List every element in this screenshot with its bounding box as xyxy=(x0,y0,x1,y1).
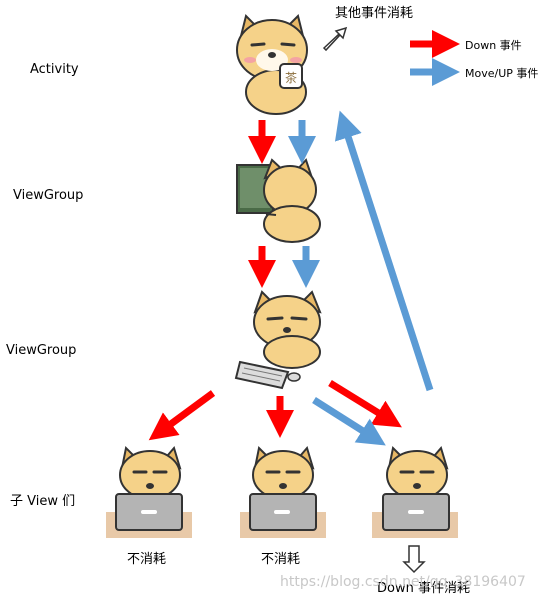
legend-move-up-label: Move/UP 事件 xyxy=(465,67,539,80)
viewgroup-top-label: ViewGroup xyxy=(13,188,84,203)
move-up-arrow-to-child-3 xyxy=(312,397,386,446)
watermark: https://blog.csdn.net/qq_38196407 xyxy=(280,574,526,590)
viewgroup-mid-dog-icon xyxy=(234,290,322,390)
svg-text:茶: 茶 xyxy=(285,70,297,85)
legend-down-label: Down 事件 xyxy=(465,39,522,52)
child-dog-2-icon xyxy=(240,445,326,538)
viewgroup-mid-label: ViewGroup xyxy=(6,343,77,358)
child-dog-1-icon xyxy=(106,445,192,538)
child-2-caption: 不消耗 xyxy=(261,552,301,567)
child-1-caption: 不消耗 xyxy=(127,552,167,567)
child-3-caption: Down 事件消耗 xyxy=(377,581,470,596)
child-dog-3-icon xyxy=(372,445,458,538)
activity-label: Activity xyxy=(30,62,79,77)
down-arrow-to-child-3 xyxy=(328,380,402,428)
move-up-return-arrow xyxy=(334,110,434,392)
child-views-label: 子 View 们 xyxy=(10,494,76,509)
other-consume-label: 其他事件消耗 xyxy=(335,6,414,21)
viewgroup-top-dog-icon xyxy=(236,158,321,243)
down-arrow-to-child-1 xyxy=(148,390,216,441)
other-consume-arrow-icon xyxy=(322,26,348,52)
activity-dog-icon: 茶 xyxy=(236,14,308,115)
down-consumed-arrow-icon xyxy=(402,545,426,574)
